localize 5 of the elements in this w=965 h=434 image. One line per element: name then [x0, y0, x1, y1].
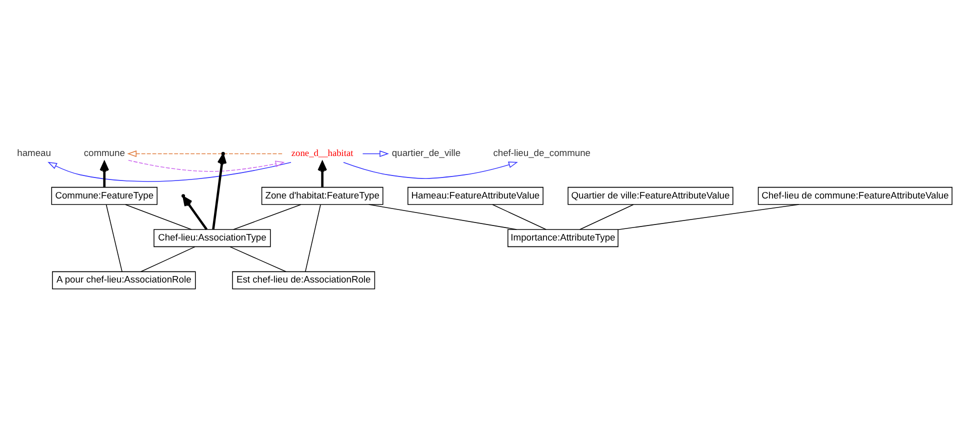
- node-text: hameau: [17, 148, 51, 158]
- node-text: zone_d__habitat: [291, 149, 354, 160]
- node-text: quartier_de_ville: [392, 148, 461, 158]
- node-text: commune: [84, 148, 125, 158]
- node-text: chef-lieu_de_commune: [493, 148, 591, 158]
